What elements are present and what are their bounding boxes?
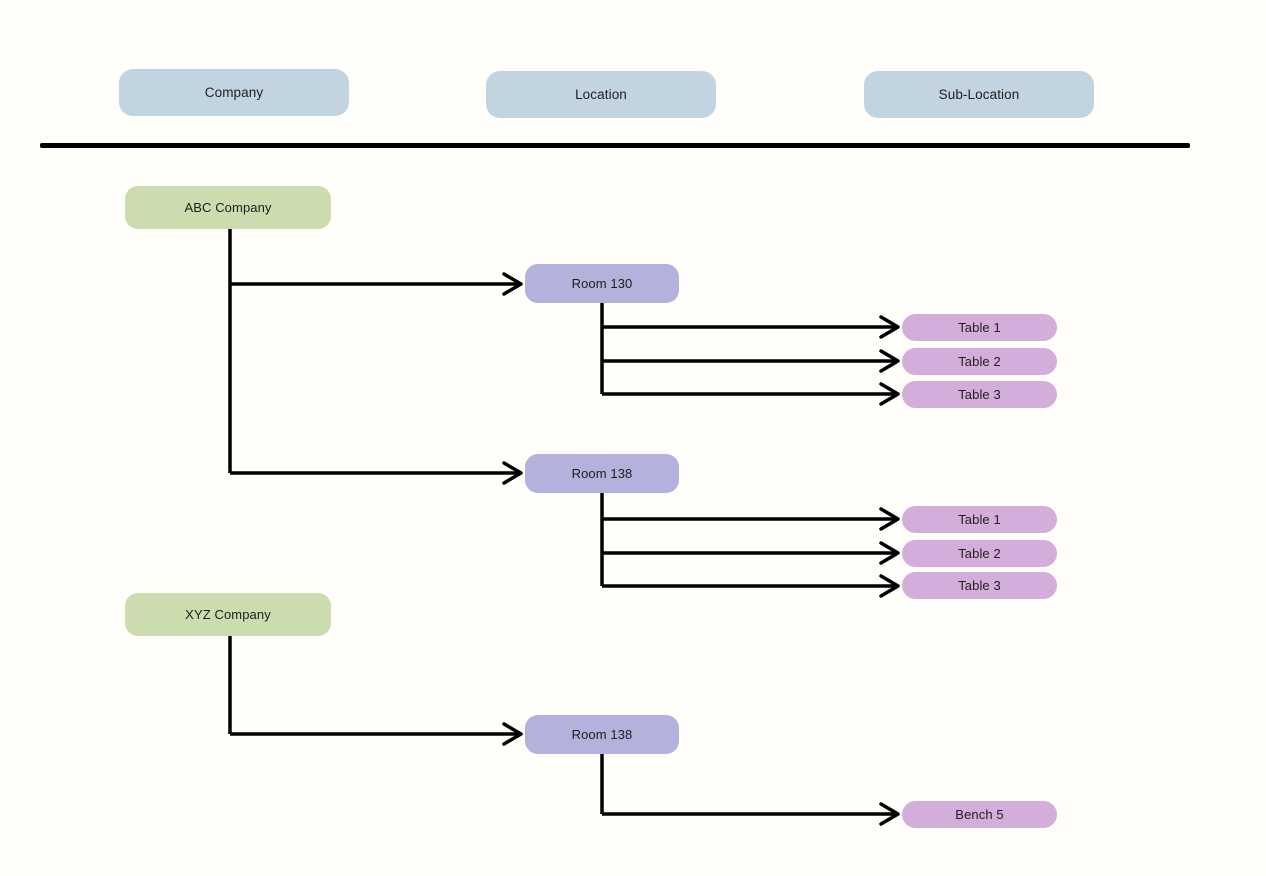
header-divider-line: [40, 143, 1190, 148]
node-company-abc: ABC Company: [125, 186, 331, 229]
node-room130-table-3: Table 3: [902, 381, 1057, 408]
column-header-location: Location: [486, 71, 716, 118]
node-room-130: Room 130: [525, 264, 679, 303]
node-company-xyz: XYZ Company: [125, 593, 331, 636]
node-bench-5: Bench 5: [902, 801, 1057, 828]
column-header-company: Company: [119, 69, 349, 116]
node-room138a-table-2: Table 2: [902, 540, 1057, 567]
node-room-138-abc: Room 138: [525, 454, 679, 493]
node-room138a-table-1: Table 1: [902, 506, 1057, 533]
column-header-sublocation: Sub-Location: [864, 71, 1094, 118]
node-room-138-xyz: Room 138: [525, 715, 679, 754]
node-room130-table-2: Table 2: [902, 348, 1057, 375]
node-room130-table-1: Table 1: [902, 314, 1057, 341]
node-room138a-table-3: Table 3: [902, 572, 1057, 599]
